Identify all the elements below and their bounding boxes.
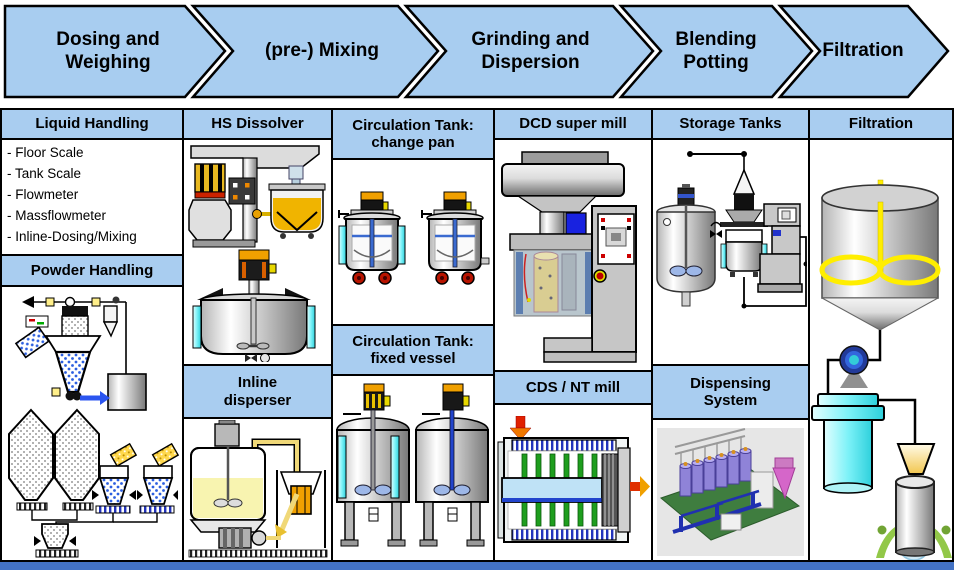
dissolver-machine	[188, 145, 326, 248]
column-mills: DCD super mill	[493, 108, 653, 562]
chevron-blending-potting	[618, 4, 814, 99]
disperser-pump	[218, 527, 281, 549]
cds-nt-mill-illustration	[497, 416, 650, 543]
frame-structure	[674, 428, 746, 466]
inlet-arrow	[515, 416, 526, 429]
pink-cone	[772, 467, 796, 500]
premix-tank	[189, 420, 267, 533]
outlet-arrow	[630, 482, 640, 491]
chevron-dosing-weighing	[3, 4, 227, 99]
floor-hatch	[188, 549, 328, 558]
liquid-handling-list: - Floor Scale - Tank Scale - Flowmeter -…	[2, 138, 182, 256]
cyclone-shape	[102, 296, 120, 338]
silo-shape	[8, 408, 54, 501]
header-filtration: Filtration	[810, 110, 952, 140]
dump-hopper	[44, 335, 102, 353]
bag-dump-station-illustration	[14, 296, 147, 411]
header-inline-disperser: Inline disperser	[184, 364, 331, 419]
control-panel	[597, 213, 635, 265]
dispensing-system-illustration	[657, 428, 804, 556]
header-liquid-handling: Liquid Handling	[2, 110, 182, 140]
list-item: - Inline-Dosing/Mixing	[7, 228, 137, 244]
chevron-grinding-dispersion	[403, 4, 655, 99]
dissolver-vessel	[192, 249, 316, 362]
column-liquid-handling: Liquid Handling - Floor Scale - Tank Sca…	[0, 108, 184, 562]
disc-pack	[601, 453, 619, 527]
inline-disperser-illustration	[188, 420, 328, 558]
pipe-rack	[672, 489, 762, 534]
header-storage-tanks: Storage Tanks	[653, 110, 808, 140]
pump	[839, 345, 869, 388]
list-item: - Tank Scale	[7, 165, 82, 181]
chevron-pre-mixing	[190, 4, 440, 99]
chevron-filtration	[777, 4, 950, 99]
list-item: - Flowmeter	[7, 186, 79, 202]
bag-hopper	[92, 442, 138, 514]
header-powder-handling: Powder Handling	[2, 254, 182, 287]
dust-filter	[61, 306, 89, 337]
column-circulation-tank: Circulation Tank: change pan	[331, 108, 495, 562]
fixed-vessel	[415, 383, 489, 547]
bag-hopper	[137, 442, 180, 514]
header-circulation-fixed-vessel: Circulation Tank: fixed vessel	[333, 324, 493, 376]
flow-arrow	[275, 524, 287, 538]
list-item: - Floor Scale	[7, 145, 84, 160]
agitator-loop	[877, 254, 941, 286]
header-dcd-super-mill: DCD super mill	[495, 110, 651, 140]
silo-system-illustration	[8, 408, 180, 558]
change-pan-tanks-illustration	[338, 191, 490, 285]
drum	[895, 475, 935, 557]
silo-shape	[54, 408, 100, 501]
dispersing-machine	[757, 203, 803, 293]
fixed-vessel	[336, 383, 410, 547]
process-flow-chevrons: Dosing and Weighing (pre-) Mixing Grindi…	[0, 3, 954, 100]
equipment-table: Liquid Handling - Floor Scale - Tank Sca…	[0, 108, 954, 562]
hs-dissolver-illustration	[188, 145, 326, 362]
dcd-super-mill-illustration	[501, 151, 637, 363]
agitated-tank	[819, 179, 941, 331]
disperser-hopper	[276, 470, 326, 548]
change-pan-tank	[338, 191, 406, 285]
dispensing-system-photo	[657, 428, 804, 556]
dump-funnel	[54, 350, 92, 394]
transfer-arrow	[100, 391, 110, 405]
funnel	[896, 443, 936, 475]
storage-tank	[656, 184, 716, 307]
column-storage-dispensing: Storage Tanks	[651, 108, 810, 562]
column-filtration: Filtration	[808, 108, 954, 562]
grinding-chamber-inset	[513, 249, 595, 317]
filter-housing	[811, 393, 885, 494]
list-item: - Massflowmeter	[7, 207, 107, 223]
fixed-vessels-illustration	[336, 383, 489, 547]
receiving-container	[107, 373, 147, 411]
cabinet	[750, 471, 774, 509]
storage-tanks-illustration	[656, 151, 807, 309]
white-box	[720, 513, 742, 531]
powder-sack	[14, 326, 50, 359]
dispensing-tanks	[679, 447, 752, 497]
header-hs-dissolver: HS Dissolver	[184, 110, 331, 140]
small-hopper	[34, 523, 79, 558]
header-cds-nt-mill: CDS / NT mill	[495, 370, 651, 405]
filtration-illustration	[811, 179, 952, 560]
hoist	[720, 168, 768, 227]
footer-bar	[0, 562, 954, 570]
header-circulation-change-pan: Circulation Tank: change pan	[333, 110, 493, 160]
header-dispensing-system: Dispensing System	[653, 364, 808, 420]
chevron-shapes	[3, 4, 950, 99]
change-pan-tank	[421, 191, 490, 285]
column-hs-dissolver: HS Dissolver	[182, 108, 333, 562]
